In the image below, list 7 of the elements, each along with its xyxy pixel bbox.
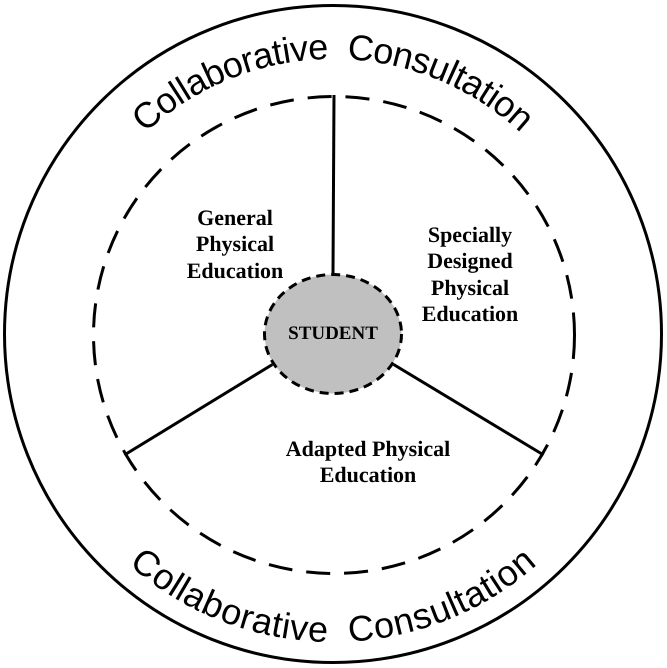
sector-label: Specially Designed Physical Education	[420, 222, 520, 328]
sector-label: Adapted Physical Education	[284, 436, 452, 489]
divider-line	[124, 363, 274, 456]
divider-line	[392, 363, 544, 456]
center-label: STUDENT	[288, 323, 378, 345]
divider-line	[332, 95, 336, 273]
sector-label: General Physical Education	[186, 205, 284, 284]
